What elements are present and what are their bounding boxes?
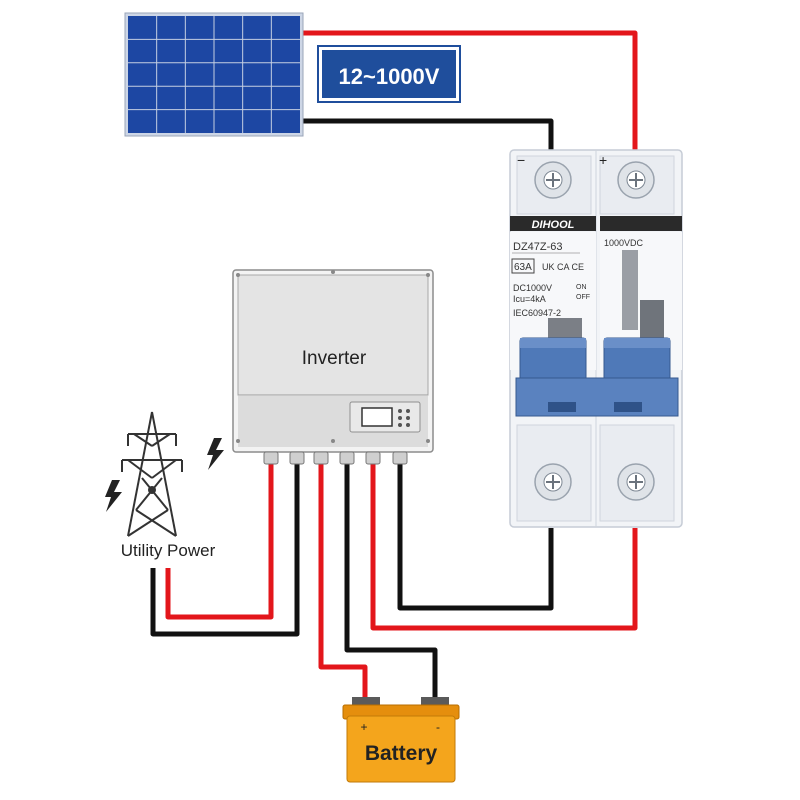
breaker-on: ON <box>576 284 587 291</box>
inverter-cable-glands <box>263 451 408 465</box>
battery-positive-wire <box>318 462 368 700</box>
grid-live-wire <box>165 462 274 620</box>
breaker-positive-out-wire <box>370 462 638 631</box>
battery-plus-mark: + <box>360 720 367 734</box>
breaker-icu: Icu=4kA <box>513 294 546 304</box>
panel-negative-wire <box>302 118 554 152</box>
battery-negative-wire <box>344 462 438 700</box>
cable-gland <box>263 451 279 465</box>
solar-cells <box>128 16 300 133</box>
battery-minus-mark: - <box>436 720 440 734</box>
grid-neutral-wire <box>150 462 300 637</box>
dc-circuit-breaker: − + DIHOOL DZ47Z-63 63A UK CA CE DC1000V… <box>509 149 683 528</box>
breaker-dc-rating: DC1000V <box>513 283 552 293</box>
breaker-terminal-minus: − <box>517 152 525 168</box>
breaker-terminal-plus: + <box>599 152 607 168</box>
solar-panel <box>124 12 304 137</box>
voltage-label-box: 12~1000V <box>317 45 461 103</box>
cable-gland <box>339 451 355 465</box>
battery-label: Battery <box>365 742 438 765</box>
voltage-label: 12~1000V <box>339 64 440 89</box>
breaker-negative-out-wire <box>397 462 554 611</box>
cable-gland <box>392 451 408 465</box>
breaker-toggle[interactable] <box>519 337 587 383</box>
inverter: Inverter <box>232 269 434 465</box>
breaker-model: DZ47Z-63 <box>513 241 563 253</box>
panel-positive-wire <box>302 30 638 152</box>
lightning-bolt-icon <box>105 438 224 512</box>
inverter-display <box>349 401 421 433</box>
battery: + - Battery <box>342 697 460 783</box>
cable-gland <box>365 451 381 465</box>
inverter-label: Inverter <box>302 348 367 369</box>
terminal-screw <box>534 161 572 199</box>
terminal-screw <box>534 463 572 501</box>
cable-gland <box>289 451 305 465</box>
breaker-brand: DIHOOL <box>532 219 575 231</box>
utility-tower-icon <box>121 411 183 537</box>
cable-gland <box>313 451 329 465</box>
breaker-standard: IEC60947-2 <box>513 308 561 318</box>
breaker-rating: 63A <box>514 262 532 273</box>
breaker-toggle[interactable] <box>603 337 671 383</box>
breaker-off: OFF <box>576 294 590 301</box>
utility-power-label: Utility Power <box>121 541 216 560</box>
terminal-screw <box>617 161 655 199</box>
wires <box>150 30 638 700</box>
breaker-marks: UK CA CE <box>542 262 584 272</box>
terminal-screw <box>617 463 655 501</box>
breaker-vdc: 1000VDC <box>604 238 644 248</box>
